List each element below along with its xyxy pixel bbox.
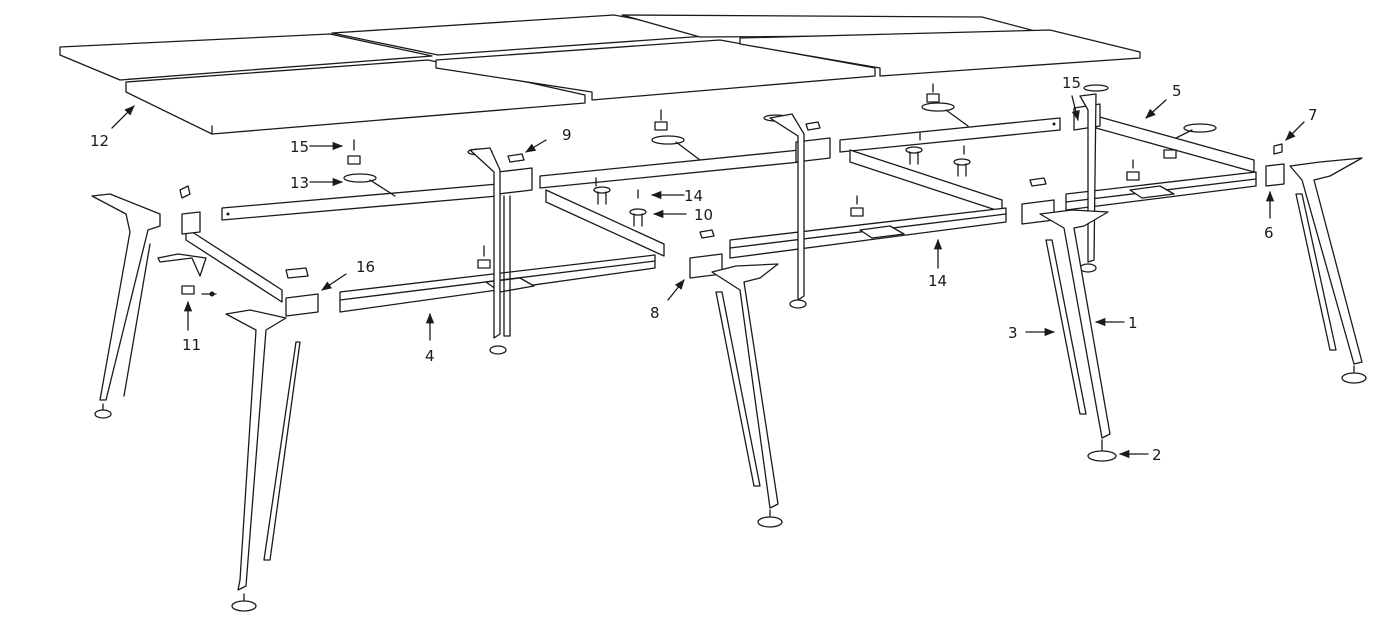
callout-arrows — [111, 95, 1305, 459]
callout-4: 4 — [425, 347, 435, 365]
callout-13: 13 — [290, 174, 309, 192]
leg-front-left — [225, 309, 287, 591]
callout-16: 16 — [356, 258, 375, 276]
callout-9: 9 — [562, 126, 572, 144]
callout-2: 2 — [1152, 446, 1162, 464]
leg-back-left — [91, 193, 161, 401]
callout-labels: 1 2 3 4 5 6 7 8 9 10 11 12 13 14 14 15 1… — [90, 74, 1318, 464]
fasteners — [179, 83, 1283, 297]
legs — [91, 93, 1367, 612]
back-beam — [221, 117, 1061, 221]
leg-far-right — [1289, 157, 1363, 365]
callout-15-b: 15 — [290, 138, 309, 156]
tabletop-panels — [59, 14, 1141, 135]
leg-right-front — [1039, 209, 1111, 439]
cross-beams — [185, 115, 1255, 303]
callout-5: 5 — [1172, 82, 1182, 100]
top-panel-left-front — [125, 59, 586, 135]
top-panel-left-back — [59, 33, 433, 81]
callout-6: 6 — [1264, 224, 1274, 242]
callout-11: 11 — [182, 336, 201, 354]
callout-12: 12 — [90, 132, 109, 150]
callout-15-a: 15 — [1062, 74, 1081, 92]
callout-1: 1 — [1128, 314, 1138, 332]
callout-7: 7 — [1308, 106, 1318, 124]
callout-8: 8 — [650, 304, 660, 322]
leg-mid-back — [469, 147, 501, 339]
callout-14-b: 14 — [928, 272, 947, 290]
callout-3: 3 — [1008, 324, 1018, 342]
spacers — [593, 146, 971, 227]
callout-14-a: 14 — [684, 187, 703, 205]
leg-mid-front — [711, 263, 779, 509]
top-panel-right-front — [739, 29, 1141, 77]
connectors — [181, 103, 1285, 317]
callout-10: 10 — [694, 206, 713, 224]
